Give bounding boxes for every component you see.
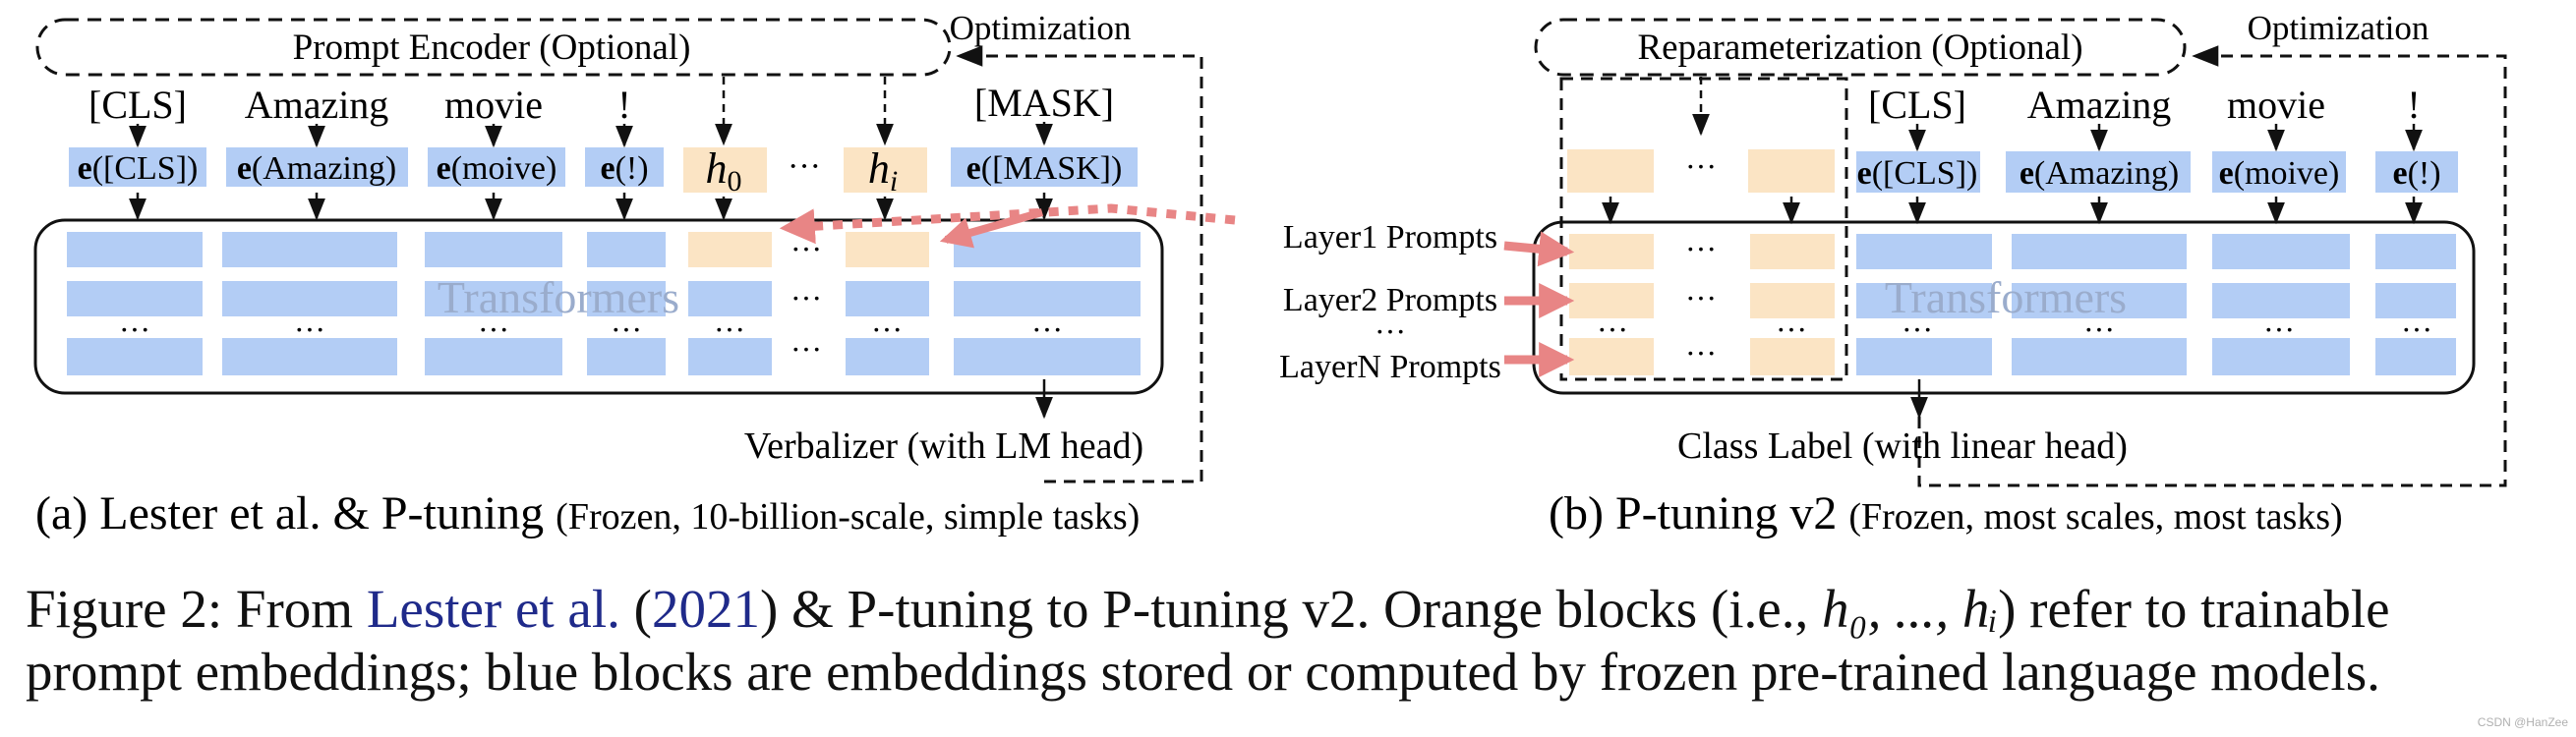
- panel-a: Prompt Encoder (Optional) Optimization […: [33, 9, 1236, 539]
- prompt-h0-label: h0: [706, 144, 742, 198]
- token-amazing-b: Amazing: [2027, 83, 2172, 127]
- reparameterization-label: Reparameterization (Optional): [1637, 28, 2082, 68]
- embedding-amazing-label-a: e(Amazing): [237, 150, 396, 187]
- verbalizer-label: Verbalizer (with LM head): [744, 425, 1143, 467]
- token-movie-b: movie: [2227, 83, 2325, 127]
- embedding-mask-label-a: e([MASK]): [966, 150, 1123, 187]
- token-amazing-a: Amazing: [245, 83, 389, 127]
- token-cls-b: [CLS]: [1868, 83, 1966, 127]
- prompt-encoder-label: Prompt Encoder (Optional): [293, 28, 691, 68]
- layern-prompts-label: LayerN Prompts: [1279, 349, 1501, 385]
- layer2-prompts-label: Layer2 Prompts: [1283, 282, 1497, 318]
- embedding-cls-label-b: e([CLS]): [1857, 155, 1978, 192]
- embedding-excl-a: [585, 147, 664, 187]
- embedding-amazing-a: [226, 147, 408, 187]
- embedding-cls-a: [69, 147, 206, 187]
- layer-dots: ···: [1375, 313, 1406, 349]
- token-movie-a: movie: [444, 83, 543, 127]
- embedding-movie-label-a: e(moive): [437, 150, 557, 187]
- svg-text:···: ···: [2263, 312, 2295, 347]
- svg-text:···: ···: [2401, 312, 2432, 347]
- svg-text:···: ···: [2083, 312, 2115, 347]
- panel-a-title: (a) Lester et al. & P-tuning(Frozen, 10-…: [35, 487, 1140, 539]
- figure-caption-line-1: Figure 2: From Lester et al. (2021) & P-…: [26, 579, 2390, 639]
- embedding-excl-label-b: e(!): [2392, 155, 2440, 192]
- svg-text:···: ···: [119, 312, 150, 347]
- svg-text:···: ···: [1685, 148, 1717, 184]
- svg-text:···: ···: [1685, 280, 1717, 315]
- optimization-path-a: [956, 45, 1203, 483]
- transformers-label-a: Transformers: [438, 272, 679, 322]
- token-mask-a: [MASK]: [974, 81, 1114, 125]
- transformer-box-b: [1532, 220, 2476, 395]
- token-excl-a: !: [617, 83, 630, 127]
- svg-text:···: ···: [790, 331, 822, 367]
- red-dotted-arrow-to-hi: [939, 208, 1044, 249]
- svg-text:···: ···: [1685, 335, 1717, 370]
- red-arrow-layer1: [1503, 231, 1575, 267]
- embedding-ellipsis-a: ···: [788, 148, 821, 185]
- svg-text:···: ···: [1031, 312, 1063, 347]
- reparameterization-box: [1534, 18, 2187, 77]
- prompt-column-box: [1559, 77, 1848, 381]
- embedding-amazing-b: [2006, 151, 2191, 193]
- panel-b-title: (b) P-tuning v2(Frozen, most scales, mos…: [1549, 487, 2343, 539]
- embedding-movie-a: [428, 147, 565, 187]
- svg-text:···: ···: [1685, 231, 1717, 266]
- svg-text:···: ···: [714, 312, 745, 347]
- embedding-movie-b: [2212, 151, 2346, 193]
- prompt-hi-a: [844, 147, 927, 193]
- svg-text:···: ···: [611, 312, 642, 347]
- figure-caption-line-2: prompt embeddings; blue blocks are embed…: [26, 642, 2380, 702]
- svg-text:···: ···: [790, 231, 822, 266]
- embedding-mask-a: [951, 147, 1138, 187]
- citation-link-authors[interactable]: Lester et al.: [366, 579, 620, 639]
- svg-text:···: ···: [478, 312, 509, 347]
- embedding-amazing-label-b: e(Amazing): [2020, 155, 2179, 192]
- svg-text:···: ···: [871, 312, 903, 347]
- red-dotted-arrow-to-h0: [779, 203, 1236, 245]
- embedding-cls-label-a: e([CLS]): [78, 150, 199, 187]
- token-excl-b: !: [2407, 83, 2420, 127]
- embedding-excl-b: [2375, 151, 2458, 193]
- prompt-h0-a: [683, 147, 767, 193]
- prompt-hi-label: hi: [868, 144, 898, 198]
- citation-link-year[interactable]: 2021: [651, 579, 760, 639]
- transformers-label-b: Transformers: [1885, 272, 2127, 322]
- watermark: CSDN @HanZee: [2477, 715, 2568, 729]
- svg-text:···: ···: [294, 312, 325, 347]
- optimization-path-b: [1917, 45, 2507, 487]
- optimization-label-a: Optimization: [950, 9, 1132, 47]
- transformer-box-a: [33, 218, 1164, 395]
- svg-text:···: ···: [1597, 312, 1628, 347]
- class-label: Class Label (with linear head): [1677, 425, 2128, 467]
- svg-text:···: ···: [1902, 312, 1933, 347]
- embedding-cls-b: [1856, 151, 1980, 193]
- prompt-encoder-box: [35, 18, 952, 77]
- svg-text:···: ···: [790, 280, 822, 315]
- token-cls-a: [CLS]: [88, 83, 187, 127]
- svg-text:···: ···: [1776, 312, 1807, 347]
- panel-b: Reparameterization (Optional) Optimizati…: [1279, 9, 2507, 539]
- optimization-label-b: Optimization: [2248, 9, 2430, 47]
- layer1-prompts-label: Layer1 Prompts: [1283, 219, 1497, 255]
- embedding-excl-label-a: e(!): [600, 150, 648, 187]
- embedding-movie-label-b: e(moive): [2219, 155, 2340, 192]
